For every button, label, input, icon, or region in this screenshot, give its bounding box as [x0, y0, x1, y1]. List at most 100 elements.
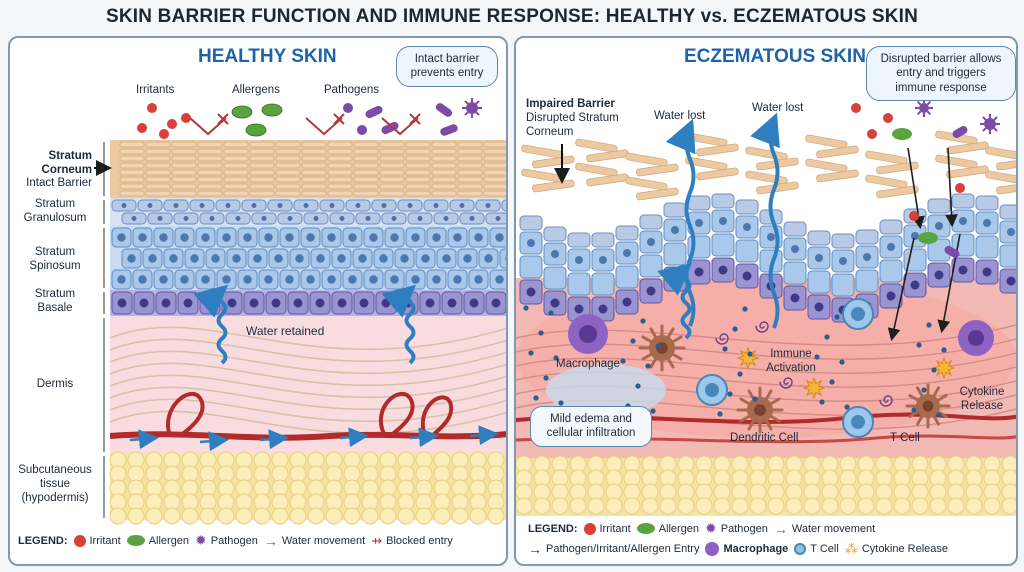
nucleus [911, 232, 919, 240]
nucleus [243, 275, 252, 284]
corneocyte [145, 162, 171, 169]
pathogens-label: Pathogens [324, 84, 379, 96]
corneocyte [353, 162, 379, 169]
corneocyte-fragment [805, 134, 848, 149]
fat-cell [307, 507, 325, 525]
pathogen-icon: ✹ [705, 520, 717, 536]
nucleus [815, 254, 823, 262]
nucleus [432, 233, 441, 242]
nucleus [306, 275, 315, 284]
corneocyte-fragment [876, 161, 919, 175]
nucleus [381, 298, 391, 308]
corneocyte [483, 141, 506, 148]
fat-cell [605, 497, 623, 515]
nucleus [495, 275, 504, 284]
corneocyte [275, 148, 301, 155]
disrupted-barrier-note: Disrupted barrier allows entry and trigg… [866, 46, 1016, 102]
fat-cell [289, 507, 307, 525]
healthy-skin-title: HEALTHY SKIN [198, 46, 337, 67]
nucleus [705, 383, 719, 397]
infiltrating-cell-dot [844, 404, 850, 410]
corneocyte [327, 162, 353, 169]
spinosum-cell [831, 273, 855, 297]
granulosum-cell [663, 202, 687, 218]
corneocyte [483, 162, 506, 169]
nucleus [190, 254, 199, 263]
nucleus [791, 245, 799, 253]
infiltrating-cell-dot [752, 396, 758, 402]
nucleus [379, 254, 388, 263]
corneocyte-fragment [685, 156, 728, 171]
spinosum-cell [567, 272, 591, 296]
water-lost-arrow [657, 262, 693, 340]
corneocyte-fragment [935, 154, 978, 169]
allergen-icon [245, 123, 267, 137]
nucleus [417, 216, 423, 221]
granulosum-cell [687, 195, 711, 211]
corneocyte-fragment [625, 152, 668, 167]
nucleus [839, 257, 847, 265]
nucleus [790, 293, 800, 303]
nucleus [1006, 276, 1016, 286]
infiltrating-cell-dot [722, 346, 728, 352]
corneocyte [353, 141, 379, 148]
granulosum-cell [951, 193, 975, 209]
corneocyte [379, 148, 405, 155]
nucleus [459, 203, 465, 208]
corneocyte [353, 155, 379, 162]
pathogen-icon [984, 118, 996, 130]
nucleus [287, 216, 293, 221]
irritant-icon [583, 522, 596, 535]
nucleus [442, 254, 451, 263]
nucleus [348, 233, 357, 242]
nucleus [205, 298, 215, 308]
eczema-legend: LEGEND: Irritant Allergen ✹Pathogen →Wat… [528, 520, 949, 557]
infiltrating-cell-dot [717, 411, 723, 417]
nucleus [293, 298, 303, 308]
nucleus [851, 307, 865, 321]
blocked-x-icon [333, 113, 345, 125]
granulosum-cell [519, 215, 543, 231]
nucleus [599, 256, 607, 264]
corneocyte [275, 169, 301, 176]
spinosum-cell [855, 269, 879, 293]
nucleus [527, 239, 535, 247]
spinosum-cell [975, 235, 999, 259]
fat-cell [839, 497, 857, 515]
corneocyte [223, 148, 249, 155]
fat-cell [109, 507, 127, 525]
infiltrating-cell-dot [742, 306, 748, 312]
dendritic-cell-label: Dendritic Cell [730, 432, 799, 444]
nucleus [369, 275, 378, 284]
corneocyte [405, 183, 431, 190]
corneocyte [457, 162, 483, 169]
nucleus [138, 275, 147, 284]
nucleus [148, 254, 157, 263]
infiltrating-cell-dot [528, 350, 534, 356]
infiltrating-cell-dot [630, 338, 636, 344]
corneocyte-fragment [946, 165, 989, 179]
corneocyte [483, 183, 506, 190]
nucleus [139, 298, 149, 308]
corneocyte-fragment [636, 187, 679, 201]
nucleus [306, 233, 315, 242]
infiltrating-cell-dot [737, 371, 743, 377]
nucleus [264, 233, 273, 242]
infiltrating-cell-dot [640, 318, 646, 324]
corneocyte-fragment [745, 170, 788, 185]
corneocyte [379, 176, 405, 183]
collagen-fiber [109, 350, 506, 375]
nucleus [253, 254, 262, 263]
irritant-icon [181, 113, 191, 123]
corneocyte-fragment [996, 181, 1016, 195]
corneocyte [301, 169, 327, 176]
nucleus [315, 298, 325, 308]
corneocyte [223, 169, 249, 176]
healthy-skin-diagram [94, 98, 506, 525]
fat-cell [325, 507, 343, 525]
corneocyte [171, 162, 197, 169]
corneocyte [457, 190, 483, 197]
nucleus [232, 254, 241, 263]
water-movement-arrow [259, 429, 289, 450]
nucleus [982, 267, 992, 277]
